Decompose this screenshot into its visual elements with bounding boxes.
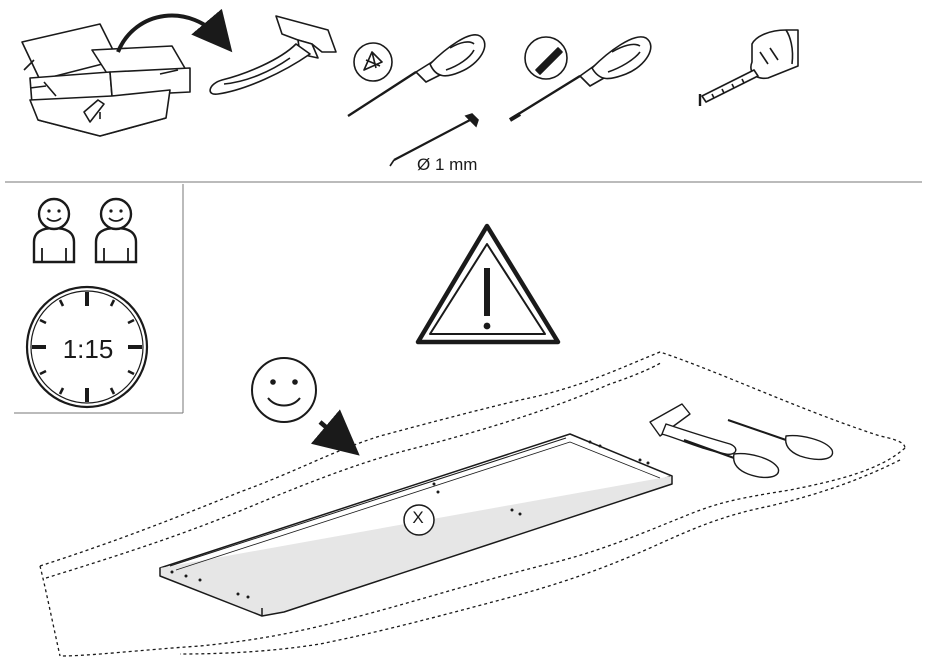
panel-mark-circle (403, 504, 435, 536)
flathead-screwdriver-icon (508, 36, 652, 122)
panel-holes (170, 440, 650, 599)
person-icon (94, 197, 138, 264)
hammer-icon (649, 403, 737, 456)
nail-icon (389, 113, 479, 167)
pointer-arrow-icon (310, 409, 360, 456)
smiley-icon (251, 357, 317, 423)
phillips-screwdriver-icon (727, 419, 834, 461)
flathead-screwdriver-icon (683, 439, 780, 479)
hammer-icon (209, 15, 337, 95)
toolbox-icon (21, 23, 191, 137)
tape-measure-icon (698, 29, 799, 106)
clock-icon (25, 285, 149, 409)
person-icon (32, 197, 76, 264)
panel-mark-label: X (412, 508, 424, 527)
blanket-outline (39, 351, 906, 657)
magnifier-icon (524, 36, 568, 80)
warning-triangle-icon (415, 223, 561, 345)
drill-bit-size-label: Ø 1 mm (417, 155, 478, 174)
assembly-time-label: 1:15 (62, 334, 114, 364)
phillips-screwdriver-icon (347, 34, 486, 118)
curved-arrow-icon (116, 8, 233, 53)
